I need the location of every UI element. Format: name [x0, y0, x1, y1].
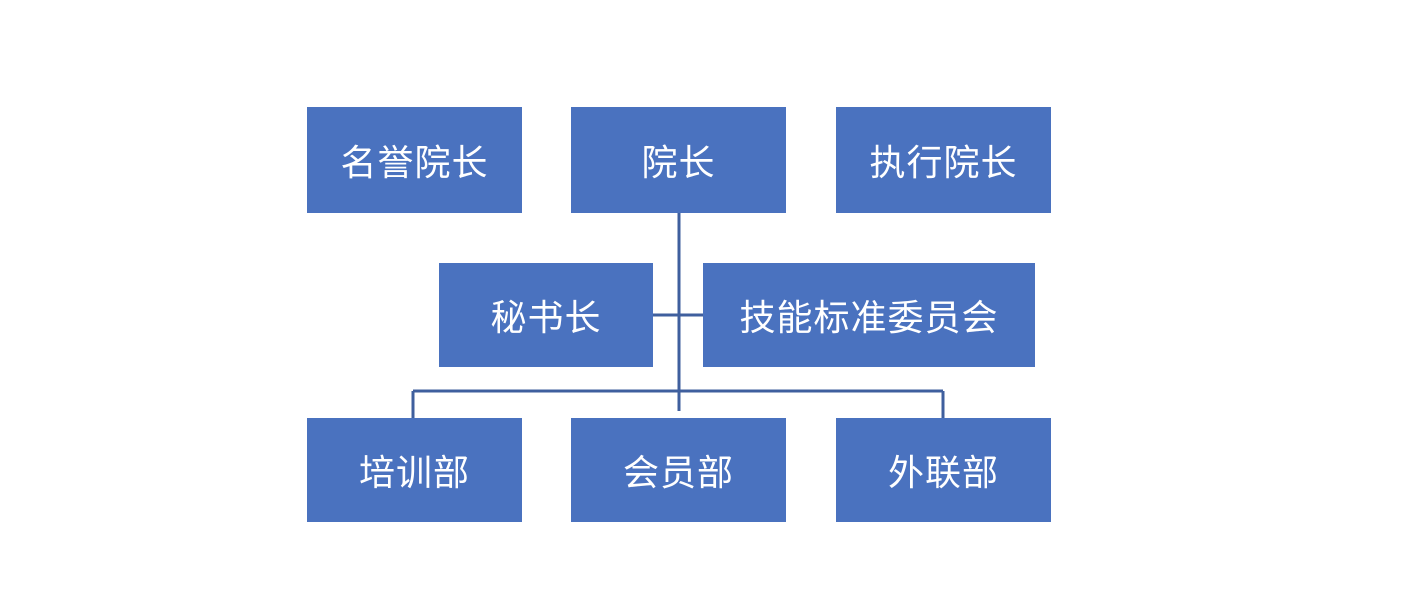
- training-department-box: 培训部: [307, 418, 522, 522]
- membership-department-label: 会员部: [622, 453, 734, 494]
- honorary-president-label: 名誉院长: [340, 143, 489, 184]
- executive-president-box: 执行院长: [836, 107, 1051, 213]
- liaison-department-label: 外联部: [887, 453, 999, 494]
- membership-department-box: 会员部: [571, 418, 786, 522]
- secretary-general-box: 秘书长: [439, 263, 653, 367]
- secretary-general-label: 秘书长: [490, 298, 602, 339]
- president-label: 院长: [641, 143, 716, 184]
- skills-standards-committee-box: 技能标准委员会: [703, 263, 1035, 367]
- training-department-label: 培训部: [358, 453, 470, 494]
- executive-president-label: 执行院长: [869, 143, 1018, 184]
- honorary-president-box: 名誉院长: [307, 107, 522, 213]
- skills-standards-committee-label: 技能标准委员会: [739, 298, 999, 339]
- liaison-department-box: 外联部: [836, 418, 1051, 522]
- president-box: 院长: [571, 107, 786, 213]
